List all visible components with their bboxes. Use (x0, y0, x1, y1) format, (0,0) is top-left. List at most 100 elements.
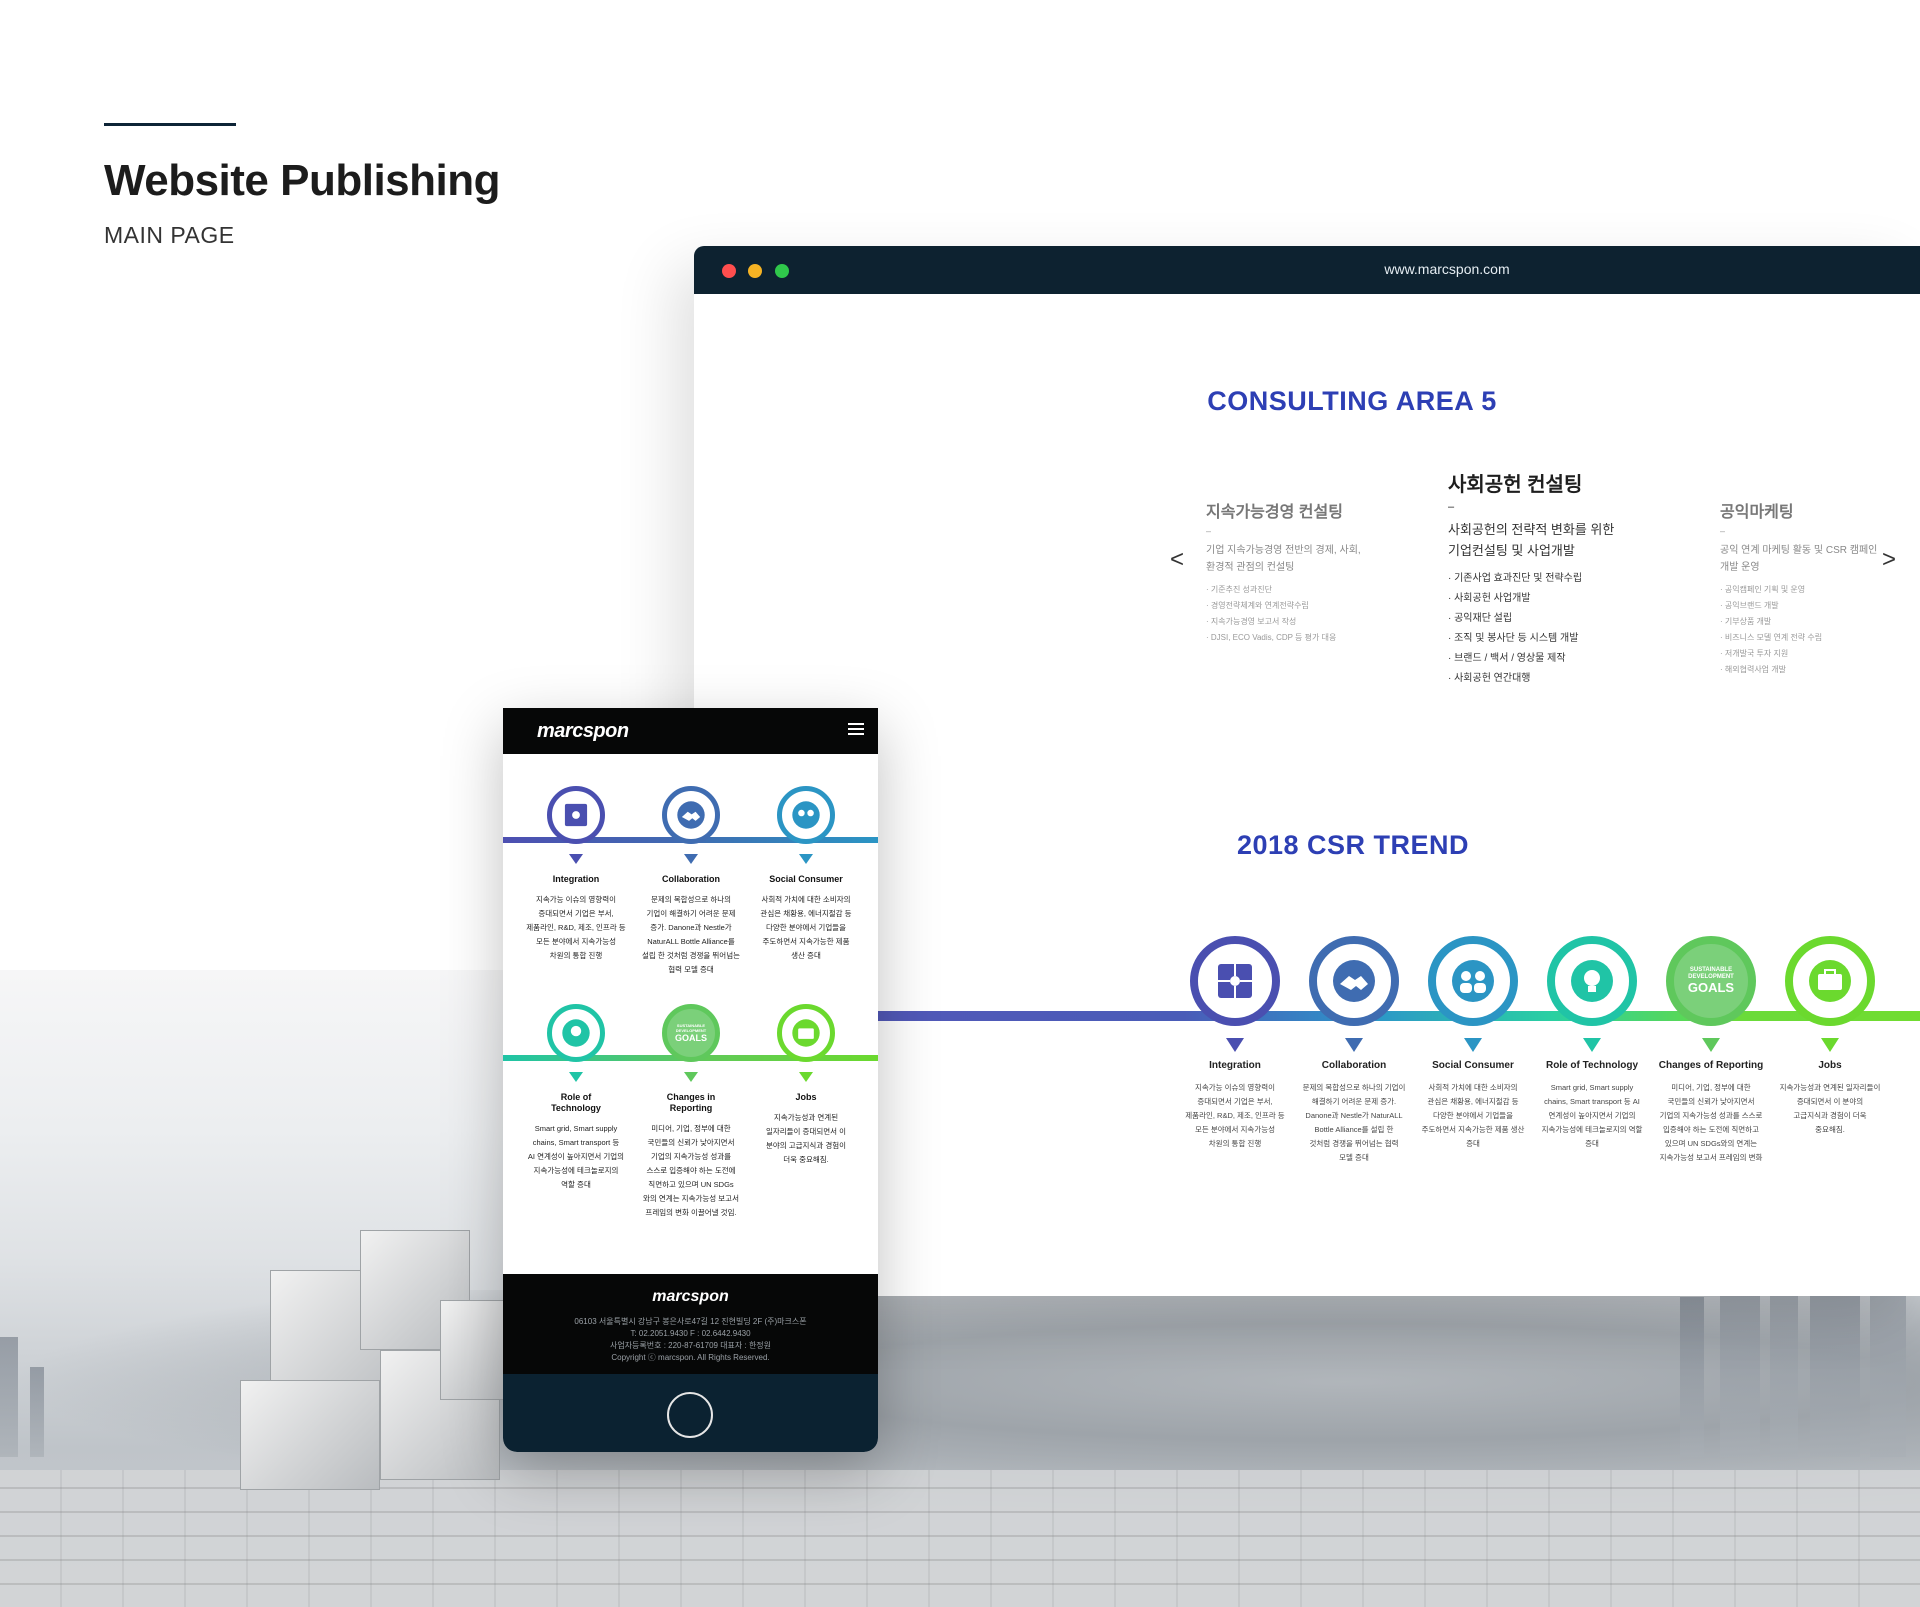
trend-name: Integration (552, 874, 600, 884)
consulting-card-cause-marketing[interactable]: 공익마케팅 – 공익 연계 마케팅 활동 및 CSR 캠페인 개발 운영 · 공… (1720, 498, 1880, 678)
hamburger-icon[interactable] (848, 723, 864, 738)
csr-trend-title: 2018 CSR TREND (1236, 830, 1470, 860)
home-button[interactable] (667, 1392, 713, 1438)
browser-title-bar: www.marcspon.com (694, 246, 1920, 294)
trend-name: Changes in (666, 1092, 716, 1102)
mobile-header: marcspon (503, 708, 878, 754)
trend-desc-line: 와의 연계는 지속가능성 보고서 (643, 1194, 739, 1203)
browser-url[interactable]: www.marcspon.com (1384, 261, 1510, 277)
trend-desc-line: 고급지식과 경험이 더욱 (1793, 1111, 1867, 1120)
briefcase-icon (777, 1004, 835, 1062)
csr-trend-social-consumer[interactable]: Social Consumer 사회적 가치에 대한 소비자의 관심은 채황용,… (1413, 936, 1533, 1151)
background-floor (0, 1470, 1920, 1607)
trend-desc-line: Danone과 Nestle가 NaturALL (1305, 1111, 1403, 1120)
minimize-dot-icon[interactable] (748, 264, 762, 278)
trend-desc-line: 더욱 중요해짐. (783, 1155, 829, 1164)
card-desc: 개발 운영 (1720, 562, 1760, 573)
maximize-dot-icon[interactable] (775, 264, 789, 278)
puzzle-icon (547, 786, 605, 844)
mobile-trend-collaboration[interactable]: Collaboration 문제의 복합성으로 하나의 기업이 해결하기 어려운… (636, 786, 746, 977)
trend-desc-line: 관심은 채황용, 에너지절감 등 (760, 909, 852, 918)
trend-desc-line: 문제의 복합성으로 하나의 (650, 895, 732, 904)
trend-desc-line: 지속가능 이슈의 영향력이 (535, 895, 617, 904)
trend-desc-line: 있으며 UN SDGs와의 연계는 (1664, 1139, 1758, 1148)
mobile-trend-role-of-technology[interactable]: Role of Technology Smart grid, Smart sup… (521, 1004, 631, 1192)
close-dot-icon[interactable] (722, 264, 736, 278)
triangle-marker (684, 1072, 698, 1082)
city-building (1680, 1297, 1704, 1457)
sdg-goals-icon: SUSTAINABLE DEVELOPMENT GOALS (1666, 936, 1756, 1026)
card-list-item: · 기준추진 성과진단 (1206, 585, 1272, 594)
footer-info-line: 06103 서울특별시 강남구 봉은사로47길 12 진현빌딩 2F (주)마크… (574, 1317, 807, 1326)
consulting-card-sustainability[interactable]: 지속가능경영 컨설팅 – 기업 지속가능경영 전반의 경제, 사회, 환경적 관… (1206, 498, 1386, 646)
mobile-footer: marcspon 06103 서울특별시 강남구 봉은사로47길 12 진현빌딩… (503, 1274, 878, 1374)
trend-desc-line: 미디어, 기업, 정부에 대한 (1671, 1083, 1751, 1092)
card-dash: – (1448, 501, 1455, 513)
card-list-item: · 공익브랜드 개발 (1720, 601, 1779, 610)
consulting-area-title: CONSULTING AREA 5 (1207, 386, 1497, 416)
trend-name: Changes of Reporting (1658, 1060, 1764, 1071)
card-list-item: · 사회공헌 연간대행 (1448, 673, 1531, 684)
mobile-trend-jobs[interactable]: Jobs 지속가능성과 연계된 일자리들이 증대되면서 이 분야의 고급지식과 … (751, 1004, 861, 1167)
mobile-trend-changes-in-reporting[interactable]: SUSTAINABLE DEVELOPMENT GOALS Changes in… (636, 1004, 746, 1220)
card-list-item: · 공익캠페인 기획 및 운영 (1720, 585, 1806, 594)
card-list-item: · 사회공헌 사업개발 (1448, 593, 1531, 604)
card-desc: 기업컨설팅 및 사업개발 (1448, 543, 1575, 558)
footer-logo[interactable]: marcspon (652, 1288, 729, 1305)
trend-desc-line: 설립 한 것처럼 경쟁을 뛰어넘는 (641, 951, 741, 960)
triangle-marker (1821, 1038, 1839, 1052)
trend-desc-line: 해결하기 어려운 문제 증가. (1311, 1097, 1397, 1106)
trend-desc-line: 프레임의 변화 이끌어낼 것임. (645, 1208, 737, 1217)
trend-desc-line: Bottle Alliance를 설립 한 (1314, 1125, 1394, 1134)
card-dash: – (1206, 526, 1212, 536)
consulting-card-social-contribution[interactable]: 사회공헌 컨설팅 – 사회공헌의 전략적 변화를 위한 기업컨설팅 및 사업개발… (1448, 468, 1648, 689)
csr-trend-changes-of-reporting[interactable]: SUSTAINABLE DEVELOPMENT GOALS Changes of… (1651, 936, 1771, 1165)
card-title: 공익마케팅 (1720, 504, 1794, 521)
triangle-marker (799, 1072, 813, 1082)
mobile-trend-social-consumer[interactable]: Social Consumer 사회적 가치에 대한 소비자의 관심은 채황용,… (751, 786, 861, 963)
trend-desc-line: 모든 분야에서 지속가능성 (535, 937, 617, 946)
trend-desc-line: 것처럼 경쟁을 뛰어넘는 협력 (1309, 1139, 1399, 1148)
trend-desc-line: 모델 증대 (1339, 1153, 1369, 1162)
goals-label: SUSTAINABLE (676, 1023, 706, 1028)
puzzle-icon (1190, 936, 1280, 1026)
trend-desc-line: Smart grid, Smart supply (1550, 1083, 1634, 1092)
triangle-marker (1226, 1038, 1244, 1052)
lightbulb-icon (1547, 936, 1637, 1026)
csr-trend-role-of-technology[interactable]: Role of Technology Smart grid, Smart sup… (1532, 936, 1652, 1151)
goals-label: DEVELOPMENT (1688, 974, 1734, 980)
trend-name: Role of (560, 1092, 592, 1102)
trend-name: Social Consumer (769, 874, 843, 884)
footer-info-line: 사업자등록번호 : 220-87-61709 대표자 : 한정원 (609, 1341, 772, 1350)
trend-desc-line: 지속가능성에 테크놀로지의 (533, 1166, 619, 1175)
trend-desc-line: 다양한 분야에서 기업들을 (1432, 1111, 1514, 1120)
floor-tiles (0, 1470, 1920, 1607)
footer-info-line: Copyright ⓒ marcspon. All Rights Reserve… (611, 1353, 770, 1362)
briefcase-icon (1785, 936, 1875, 1026)
trend-desc-line: 관심은 채황용, 에너지절감 등 (1427, 1097, 1519, 1106)
carousel-prev-arrow-icon[interactable]: < (1170, 546, 1185, 573)
trend-desc-line: 제품라인, R&D, 제조, 인프라 등 (1185, 1111, 1285, 1120)
trend-desc-line: 증대되면서 이 분야의 (1796, 1097, 1864, 1106)
csr-trend-collaboration[interactable]: Collaboration 문제의 복합성으로 하나의 기업이 해결하기 어려운… (1294, 936, 1414, 1165)
goals-label: GOALS (674, 1033, 707, 1043)
city-building (30, 1367, 44, 1457)
carousel-next-arrow-icon[interactable]: > (1882, 546, 1897, 573)
csr-trend-integration[interactable]: Integration 지속가능 이슈의 영향력이 증대되면서 기업은 부서, … (1175, 936, 1295, 1151)
csr-trend-jobs[interactable]: Jobs 지속가능성과 연계된 일자리들이 증대되면서 이 분야의 고급지식과 … (1770, 936, 1890, 1137)
trend-desc-line: 지속가능성과 연계된 일자리들이 (1779, 1083, 1881, 1092)
card-desc: 사회공헌의 전략적 변화를 위한 (1448, 522, 1615, 537)
trend-name: Jobs (795, 1092, 817, 1102)
card-list-item: · 저개발국 투자 지원 (1720, 649, 1789, 658)
marcspon-logo[interactable]: marcspon (537, 720, 629, 742)
mobile-trend-integration[interactable]: Integration 지속가능 이슈의 영향력이 증대되면서 기업은 부서, … (521, 786, 631, 963)
trend-desc-line: 모든 분야에서 지속가능성 (1194, 1125, 1276, 1134)
people-icon (777, 786, 835, 844)
trend-desc-line: 협력 모델 증대 (668, 965, 714, 974)
card-list-item: · 기부상품 개발 (1720, 617, 1772, 626)
card-list-item: · 기존사업 효과진단 및 전략수립 (1448, 573, 1583, 584)
trend-desc-line: 분야의 고급지식과 경험이 (765, 1141, 847, 1150)
trend-desc-line: 주도하면서 지속가능한 제품 생산 (1421, 1125, 1525, 1134)
csr-timeline-bar (694, 1011, 1920, 1021)
card-dash: – (1720, 526, 1726, 536)
